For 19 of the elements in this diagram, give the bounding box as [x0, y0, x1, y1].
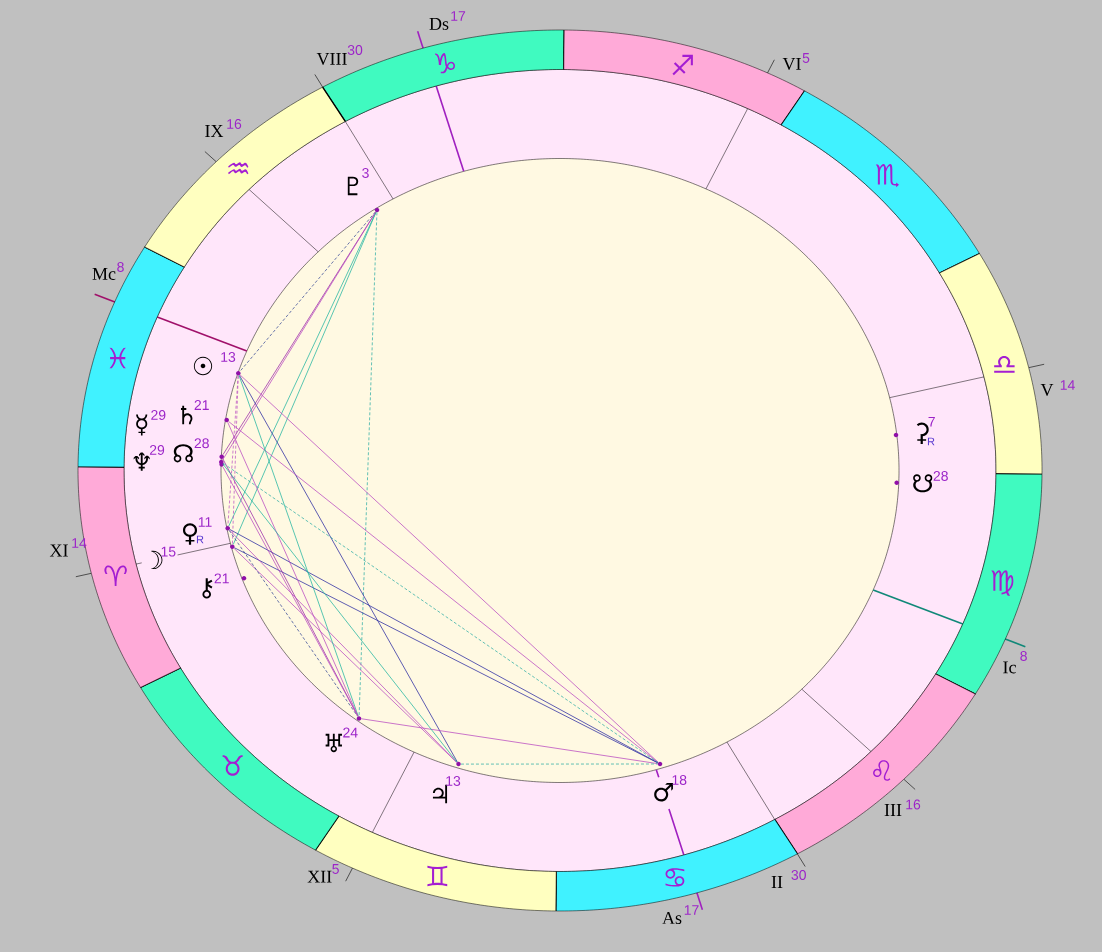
house-number: XI: [49, 544, 68, 557]
degree-number: 5: [802, 53, 810, 63]
degree-number: 30: [347, 45, 363, 55]
house-number: VIII: [316, 52, 347, 65]
degree-number: 17: [684, 905, 699, 915]
angle-label: Ic: [1003, 661, 1016, 674]
house-number: II: [771, 876, 783, 888]
degree-number: 30: [791, 870, 806, 880]
house-number: V: [1040, 383, 1054, 396]
degree-number: 8: [1020, 651, 1027, 661]
house-number: XII: [307, 870, 332, 883]
degree-number: 14: [72, 538, 87, 548]
angle-label: Mc: [92, 268, 116, 280]
angle-label: As: [662, 911, 682, 924]
angle-label: Ds: [429, 18, 449, 30]
degree-number: 8: [117, 262, 124, 272]
degree-number: 14: [1060, 380, 1075, 390]
house-number: VI: [782, 57, 801, 70]
degree-number: 17: [451, 11, 466, 21]
